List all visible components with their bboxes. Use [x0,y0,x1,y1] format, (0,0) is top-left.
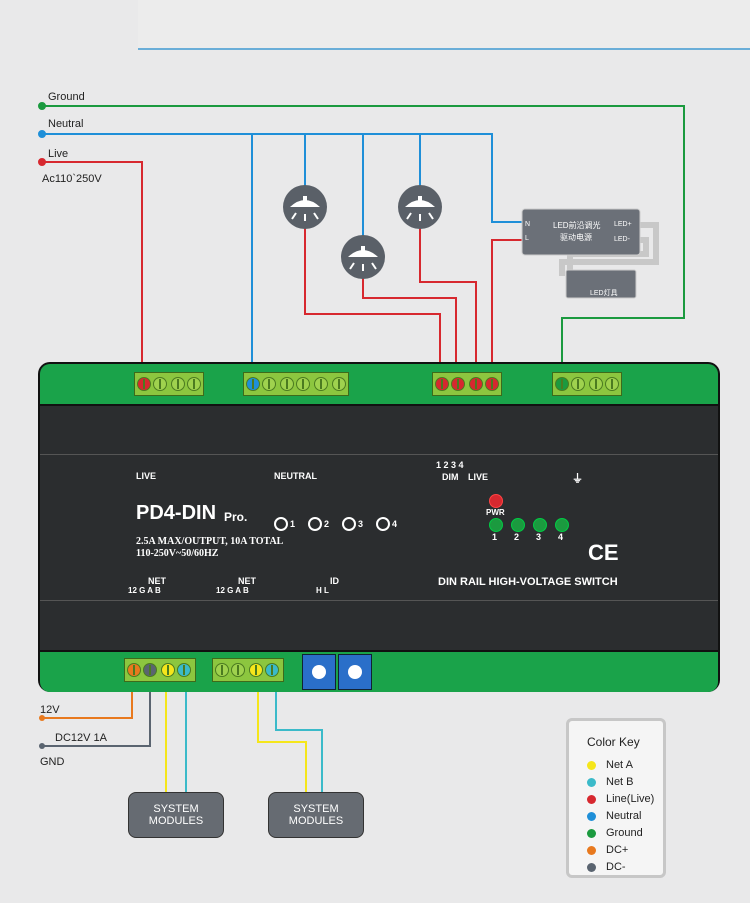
lamp-2 [341,235,385,279]
dim-live-terminal-block [432,372,502,396]
output-led-3 [533,518,547,532]
ring-label-2: 2 [324,519,330,529]
net-wires [165,672,323,792]
net-terminal-1 [124,658,196,682]
led-label-1: 1 [492,532,498,542]
color-key-item: DC+ [587,844,628,856]
neutral-terminal-label: NEUTRAL [274,471,317,481]
color-key-item: Net B [587,776,634,788]
color-key-item: Neutral [587,810,641,822]
ground-label: Ground [48,91,85,103]
id-rotary-switch-l[interactable] [338,654,372,690]
dim-numbers: 1 2 3 4 [436,460,464,470]
lamp-1 [283,185,327,229]
color-swatch [587,828,596,838]
ground-symbol-icon: ⏚ [572,473,583,485]
ce-mark: CE [588,540,619,565]
live-label: Live [48,148,69,160]
driver-l: L [525,235,529,242]
net-terminal-2 [212,658,284,682]
color-key-label: Net A [606,759,633,771]
color-key-title: Color Key [587,735,640,749]
net-label-2: NET [238,576,256,586]
ground-terminal-block [552,372,622,396]
led-output-wires [559,222,659,276]
live-terminal-label: LIVE [136,471,157,481]
ground-wire [38,102,685,380]
pd4-din-device: LIVE NEUTRAL 1 2 3 4 DIM LIVE ⏚ PD4-DIN … [40,364,718,692]
dc-label: DC12V 1A [55,732,107,744]
id-rotary-switch-h[interactable] [302,654,336,690]
pwr-label: PWR [486,508,505,517]
color-key-label: DC- [606,861,626,873]
pwr-led [489,494,503,508]
gnd-label: GND [40,756,65,768]
neutral-terminal-block [243,372,349,396]
driver-title-1: LED前沿调光 [553,221,601,230]
live-wire [38,158,522,380]
led-label-4: 4 [558,532,564,542]
color-key-label: Net B [606,776,634,788]
driver-minus: LED- [614,236,630,243]
led-label-3: 3 [536,532,542,542]
output-led-1 [489,518,503,532]
led-label-2: 2 [514,532,520,542]
output-ring-4 [376,517,390,531]
ring-label-4: 4 [392,519,398,529]
top-banner [138,0,750,50]
color-key-item: DC- [587,861,626,873]
supply-label: Ac110`250V [42,173,102,185]
live-terminal-block [134,372,204,396]
color-key-item: Ground [587,827,643,839]
driver-title-2: 驱动电源 [560,233,592,242]
color-swatch [587,794,596,804]
color-swatch [587,760,596,770]
system-modules-1: SYSTEM MODULES [128,792,224,838]
output-ring-3 [342,517,356,531]
neutral-label: Neutral [48,118,84,130]
net-pins-2: 12 G A B [216,586,249,595]
net-label-1: NET [148,576,166,586]
output-led-2 [511,518,525,532]
lamp-3 [398,185,442,229]
color-key-item: Net A [587,759,633,771]
color-swatch [587,845,596,855]
led-lamp-box [565,269,637,299]
system-modules-2: SYSTEM MODULES [268,792,364,838]
id-label: ID [330,576,339,586]
ring-label-3: 3 [358,519,364,529]
color-key-label: Neutral [606,810,642,822]
driver-n: N [525,221,531,228]
neutral-wire [38,130,522,380]
dim-label: DIM [442,472,459,482]
driver-plus: LED+ [614,221,632,228]
v12-label: 12V [40,704,60,716]
ring-label-1: 1 [290,519,296,529]
color-swatch [587,862,596,872]
color-key-label: Ground [606,827,643,839]
led-lamp-label: LED灯具 [590,290,618,297]
product-name: DIN RAIL HIGH-VOLTAGE SWITCH [438,576,618,588]
color-swatch [587,811,596,821]
product-suffix: Pro. [224,510,248,524]
output-ring-2 [308,517,322,531]
output-led-4 [555,518,569,532]
color-key-item: Line(Live) [587,793,654,805]
id-pins: H L [316,586,329,595]
spec-line-2: 110-250V~50/60HZ [136,548,219,559]
dim-live-label: LIVE [468,472,489,482]
color-key-label: Line(Live) [606,793,655,805]
output-ring-1 [274,517,288,531]
product-title: PD4-DIN [136,502,217,524]
color-swatch [587,777,596,787]
spec-line-1: 2.5A MAX/OUTPUT, 10A TOTAL [136,536,284,547]
led-driver-box [521,208,641,256]
color-key-label: DC+ [606,844,629,856]
net-pins-1: 12 G A B [128,586,161,595]
